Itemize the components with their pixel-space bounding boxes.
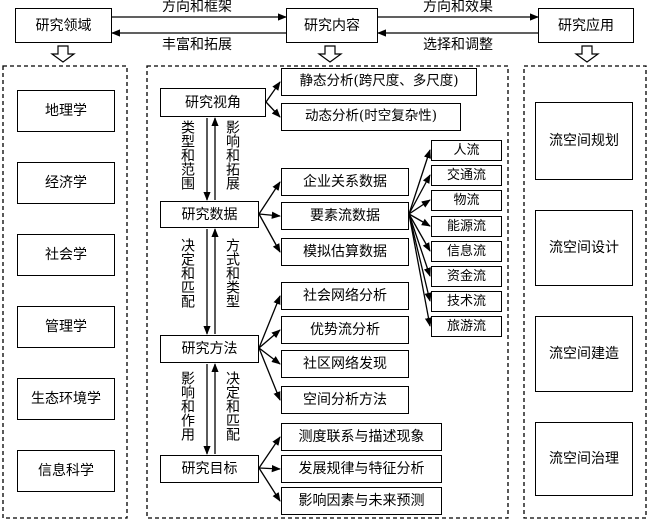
goal-factors-forecast: 影响因素与未来预测 — [281, 487, 442, 515]
data-enterprise-relations: 企业关系数据 — [281, 168, 409, 196]
method-dominant-flow-analysis: 优势流分析 — [281, 316, 409, 344]
vlabel-determine-match-left: 决定和匹配 — [179, 238, 195, 308]
perspective-dynamic-analysis: 动态分析(时空复杂性) — [281, 103, 461, 131]
data-simulated-estimates: 模拟估算数据 — [281, 238, 409, 266]
flow-tourism: 旅游流 — [431, 316, 502, 337]
vlabel-influence-effect: 影响和作用 — [179, 371, 195, 441]
vlabel-type-scope: 类型和范围 — [179, 120, 195, 190]
flow-people: 人流 — [431, 140, 502, 161]
flow-energy: 能源流 — [431, 216, 502, 237]
application-governance: 流空间治理 — [535, 422, 633, 496]
vlabel-influence-expand: 影响和拓展 — [224, 120, 240, 190]
application-construction: 流空间建造 — [535, 316, 633, 392]
label-content-to-application: 方向和效果 — [423, 0, 493, 15]
down-arrow-applications — [574, 45, 600, 63]
label-content-to-field: 丰富和拓展 — [162, 37, 232, 53]
field-management: 管理学 — [17, 306, 115, 348]
flow-logistics: 物流 — [431, 190, 502, 211]
method-social-network-analysis: 社会网络分析 — [281, 282, 409, 310]
field-sociology: 社会学 — [17, 234, 115, 276]
field-geography: 地理学 — [17, 90, 115, 132]
vlabel-mode-type: 方式和类型 — [224, 238, 240, 308]
goal-patterns-features: 发展规律与特征分析 — [281, 455, 442, 483]
flow-information: 信息流 — [431, 241, 502, 262]
method-spatial-analysis: 空间分析方法 — [281, 386, 409, 414]
dimension-perspective: 研究视角 — [160, 88, 266, 117]
goal-measure-describe: 测度联系与描述现象 — [281, 423, 442, 451]
research-field-box: 研究领域 — [15, 8, 112, 43]
application-planning: 流空间规划 — [535, 102, 633, 180]
field-ecology-environment: 生态环境学 — [17, 378, 115, 420]
dimension-methods: 研究方法 — [160, 335, 259, 363]
research-application-box: 研究应用 — [538, 8, 634, 43]
application-design: 流空间设计 — [535, 210, 633, 286]
dimension-goals: 研究目标 — [160, 455, 259, 483]
method-community-detection: 社区网络发现 — [281, 350, 409, 378]
down-arrow-content — [317, 45, 343, 63]
perspective-static-analysis: 静态分析(跨尺度、多尺度) — [281, 68, 477, 96]
label-application-to-content: 选择和调整 — [423, 37, 493, 53]
field-economics: 经济学 — [17, 162, 115, 204]
down-arrow-fields — [50, 45, 76, 63]
label-field-to-content: 方向和框架 — [162, 0, 232, 15]
field-information-science: 信息科学 — [17, 450, 115, 492]
data-element-flows: 要素流数据 — [281, 202, 409, 230]
flow-capital: 资金流 — [431, 266, 502, 287]
flow-technology: 技术流 — [431, 291, 502, 312]
flow-traffic: 交通流 — [431, 165, 502, 186]
vlabel-determine-match-right: 决定和匹配 — [224, 371, 240, 441]
dimension-data: 研究数据 — [160, 201, 259, 228]
research-content-box: 研究内容 — [286, 8, 378, 43]
